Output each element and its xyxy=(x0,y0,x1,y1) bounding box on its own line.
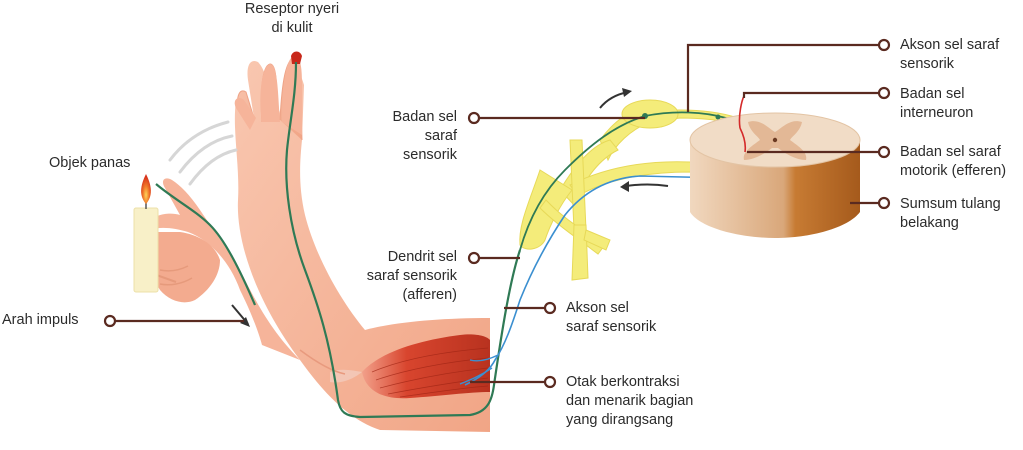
label-sensory-axon-lower: Akson sel saraf sensorik xyxy=(566,300,657,335)
label-spinal-cord: Sumsum tulang belakang xyxy=(900,196,1001,231)
label-motor-body: Badan sel saraf motorik (efferen) xyxy=(900,144,1007,179)
sensory-nerve-arm xyxy=(285,61,522,419)
leader-axon-upper xyxy=(686,43,884,112)
nerve-branch-d xyxy=(583,229,611,251)
arm-silhouette xyxy=(234,60,490,432)
spinal-cord xyxy=(689,112,861,238)
muscle-fibers xyxy=(371,347,489,398)
marker-impulse xyxy=(103,314,117,328)
finger-mid xyxy=(260,64,280,122)
marker-muscle xyxy=(543,375,557,389)
marker-interneuron xyxy=(877,86,891,100)
finger-index xyxy=(282,56,302,135)
heat-waves xyxy=(168,120,238,186)
flow-arrowhead-up-icon xyxy=(622,88,632,97)
spinal-cord-side xyxy=(690,140,860,238)
sensory-axon-end-dot xyxy=(715,114,721,120)
label-pain-receptor: Reseptor nyeri di kulit xyxy=(244,1,340,36)
knuckle-lines xyxy=(159,265,193,286)
motor-neuron-branch xyxy=(459,354,499,385)
muscle-tendon xyxy=(330,369,362,383)
marker-axon-upper xyxy=(877,38,891,52)
label-sensory-dendrite: Dendrit sel saraf sensorik (afferen) xyxy=(366,249,457,303)
leader-interneuron xyxy=(742,91,884,98)
lower-hand xyxy=(150,178,300,360)
dorsal-root-ganglion xyxy=(621,99,679,129)
flame-icon xyxy=(141,174,151,204)
marker-motor xyxy=(877,145,891,159)
sensory-nerve-hand xyxy=(155,183,257,306)
label-sensory-cell-body: Badan sel saraf sensorik xyxy=(392,109,458,163)
marker-spinal-cord xyxy=(877,196,891,210)
label-muscle-contracts: Otak berkontraksi dan menarik bagian yan… xyxy=(566,374,694,428)
marker-dendrite xyxy=(467,251,481,265)
finger-left xyxy=(234,97,256,130)
pain-receptor-tip xyxy=(291,51,302,64)
candle xyxy=(133,174,159,293)
impulse-arrowhead-icon xyxy=(240,317,250,327)
flow-arrow-left-icon xyxy=(625,183,669,187)
label-impulse-direction: Arah impuls xyxy=(2,312,79,328)
marker-axon-lower xyxy=(543,301,557,315)
elbow-crease xyxy=(299,349,346,375)
leader-lines xyxy=(112,43,884,384)
marker-cell-body xyxy=(467,111,481,125)
candle-body xyxy=(133,207,159,293)
label-sensory-axon-upper: Akson sel saraf sensorik xyxy=(900,37,1000,72)
central-canal xyxy=(772,137,778,143)
arm-illustration xyxy=(142,51,490,432)
leader-markers xyxy=(103,38,891,389)
label-hot-object: Objek panas xyxy=(49,155,131,171)
label-interneuron-body: Badan sel interneuron xyxy=(900,86,974,121)
flow-arrowhead-left-icon xyxy=(620,181,629,192)
